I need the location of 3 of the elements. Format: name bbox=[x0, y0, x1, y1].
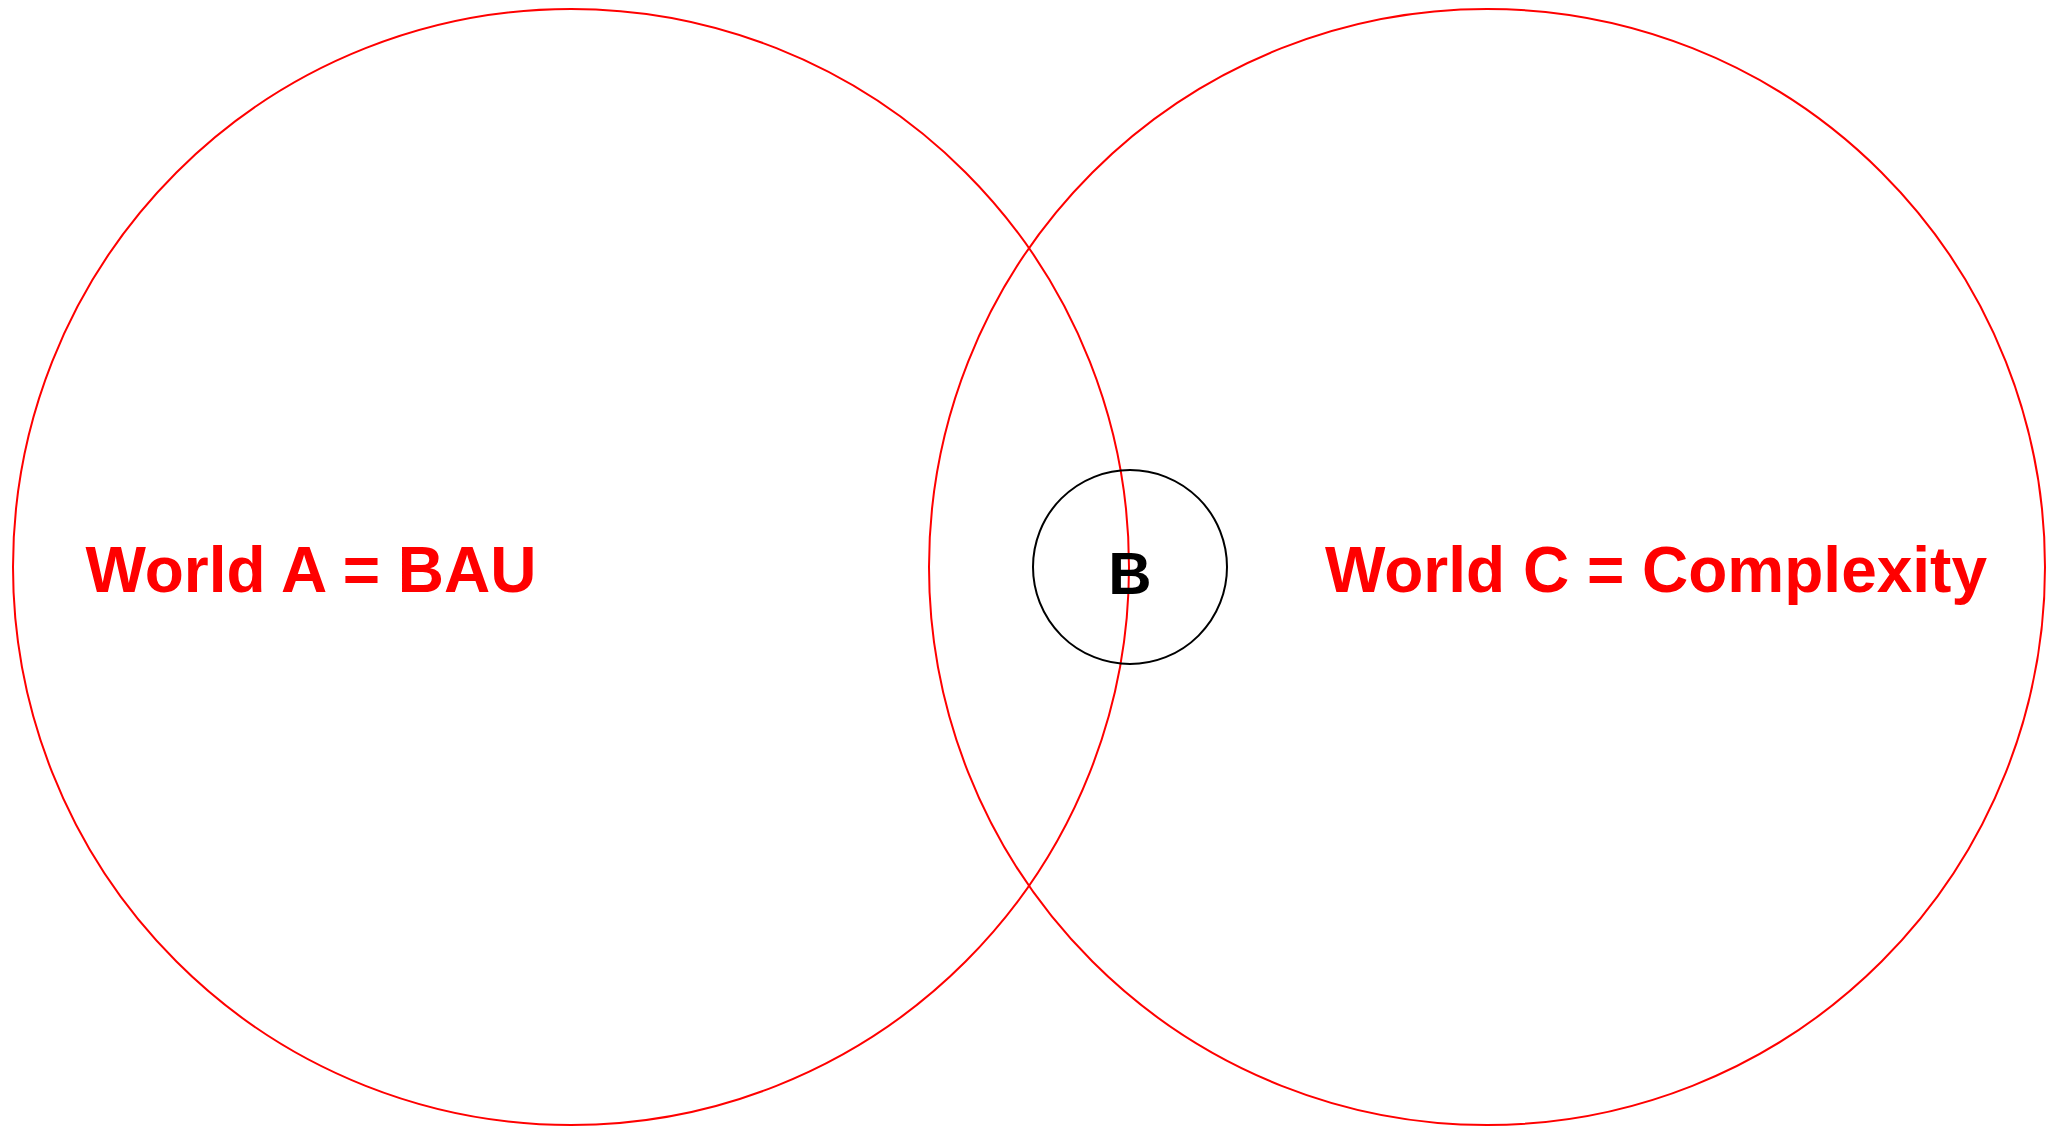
venn-circle bbox=[929, 9, 2045, 1125]
venn-circle bbox=[1033, 470, 1227, 664]
circle-label: World A = BAU bbox=[85, 538, 537, 602]
